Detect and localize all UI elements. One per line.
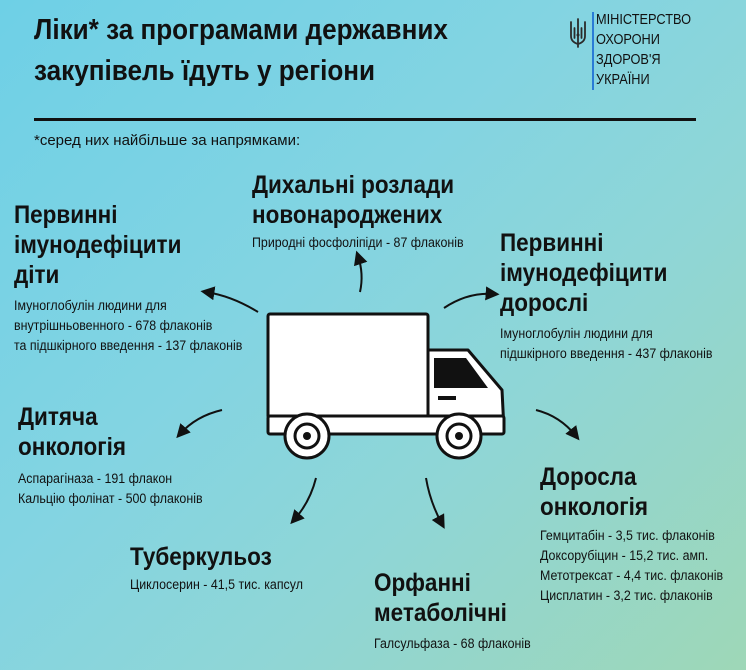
list-item: Імуноглобулін людини для <box>500 326 653 341</box>
page-title: Ліки* за програмами державних закупівель… <box>34 10 502 92</box>
list-item: Аспарагіназа - 191 флакон <box>18 471 173 486</box>
heading-line: метаболічні <box>374 599 507 627</box>
list-item: та підшкірного введення - 137 флаконів <box>14 338 243 353</box>
list-item: Галсульфаза - 68 флаконів <box>374 636 531 651</box>
ministry-logo: МІНІСТЕРСТВО ОХОРОНИ ЗДОРОВ'Я УКРАЇНИ <box>564 10 734 92</box>
category-heading: Дихальні розлади новонароджених <box>252 170 459 230</box>
category-heading: Орфанні метаболічні <box>374 568 527 628</box>
category-items: Гемцитабін - 3,5 тис. флаконів Доксорубі… <box>540 526 723 606</box>
category-items: Імуноглобулін людини для внутрішньовенно… <box>14 296 242 356</box>
heading-line: Доросла <box>540 463 637 491</box>
category-heading: Первинні імунодефіцити діти <box>14 200 237 290</box>
heading-line: Первинні <box>14 201 118 229</box>
logo-line-2: ОХОРОНИ <box>596 32 660 48</box>
heading-line: дорослі <box>500 289 589 317</box>
heading-line: Туберкульоз <box>130 543 272 571</box>
category-heading: Дитяча онкологія <box>18 402 199 462</box>
category-heading: Туберкульоз <box>130 542 299 572</box>
subtitle: *серед них найбільше за напрямками: <box>34 132 301 149</box>
logo-line-4: УКРАЇНИ <box>596 72 650 88</box>
category-items: Аспарагіназа - 191 флакон Кальцію фоліна… <box>18 469 203 509</box>
category-heading: Доросла онкологія <box>540 462 719 522</box>
heading-line: онкологія <box>18 433 126 461</box>
logo-line-1: МІНІСТЕРСТВО <box>596 12 691 28</box>
list-item: Метотрексат - 4,4 тис. флаконів <box>540 568 724 583</box>
list-item: Циклосерин - 41,5 тис. капсул <box>130 577 303 592</box>
logo-line-3: ЗДОРОВ'Я <box>596 52 661 68</box>
heading-line: імунодефіцити <box>500 259 668 287</box>
arrow-icon <box>535 409 580 441</box>
category-items: Імуноглобулін людини для підшкірного вве… <box>500 324 712 364</box>
list-item: Доксорубіцин - 15,2 тис. амп. <box>540 548 709 563</box>
heading-line: Дихальні розлади <box>252 171 455 199</box>
arrow-icon <box>354 250 368 293</box>
title-line-1: Ліки* за програмами державних <box>34 14 448 46</box>
arrow-icon <box>290 477 317 525</box>
list-item: Імуноглобулін людини для <box>14 298 167 313</box>
category-neonatal: Дихальні розлади новонароджених Природні… <box>252 170 482 253</box>
heading-line: новонароджених <box>252 201 443 229</box>
title-line-2: закупівель їдуть у регіони <box>34 55 376 87</box>
heading-line: Орфанні <box>374 569 471 597</box>
truck-icon <box>266 312 506 460</box>
category-items: Природні фосфоліпіди - 87 флаконів <box>252 233 464 253</box>
category-items: Циклосерин - 41,5 тис. капсул <box>130 575 303 595</box>
list-item: Кальцію фолінат - 500 флаконів <box>18 491 203 506</box>
category-items: Галсульфаза - 68 флаконів <box>374 634 531 654</box>
list-item: Природні фосфоліпіди - 87 флаконів <box>252 235 464 250</box>
arrow-icon <box>425 477 445 529</box>
list-item: Гемцитабін - 3,5 тис. флаконів <box>540 528 715 543</box>
category-tuberculosis: Туберкульоз Циклосерин - 41,5 тис. капсу… <box>130 542 318 595</box>
heading-line: імунодефіцити <box>14 231 182 259</box>
category-immuno-adults: Первинні імунодефіцити дорослі Імуноглоб… <box>500 228 731 364</box>
heading-line: онкологія <box>540 493 648 521</box>
category-heading: Первинні імунодефіцити дорослі <box>500 228 708 318</box>
trident-icon <box>570 18 586 48</box>
category-adult-oncology: Доросла онкологія Гемцитабін - 3,5 тис. … <box>540 462 739 606</box>
category-child-oncology: Дитяча онкологія Аспарагіназа - 191 флак… <box>18 402 219 509</box>
list-item: внутрішньовенного - 678 флаконів <box>14 318 213 333</box>
title-divider <box>34 118 696 121</box>
logo-text: МІНІСТЕРСТВО ОХОРОНИ ЗДОРОВ'Я УКРАЇНИ <box>596 10 691 90</box>
arrow-icon <box>443 286 500 309</box>
heading-line: Дитяча <box>18 403 98 431</box>
category-immuno-children: Первинні імунодефіцити діти Імуноглобулі… <box>14 200 262 356</box>
list-item: підшкірного введення - 437 флаконів <box>500 346 713 361</box>
category-orphan: Орфанні метаболічні Галсульфаза - 68 фла… <box>374 568 544 654</box>
logo-divider <box>592 12 594 90</box>
list-item: Цисплатин - 3,2 тис. флаконів <box>540 588 713 603</box>
arrow-icon <box>176 409 223 439</box>
heading-line: Первинні <box>500 229 604 257</box>
heading-line: діти <box>14 261 60 289</box>
arrow-icon <box>200 286 259 313</box>
